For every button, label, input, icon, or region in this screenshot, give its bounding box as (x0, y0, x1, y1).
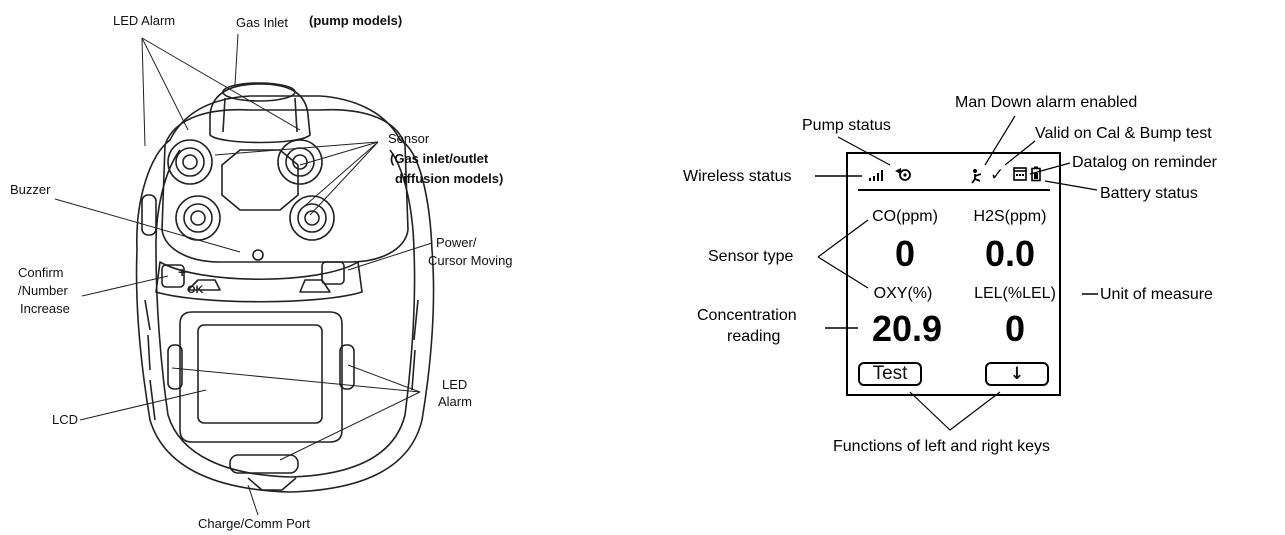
sensor-name-oxy: OXY(%) (873, 285, 933, 302)
label-man-down: Man Down alarm enabled (955, 94, 1138, 111)
test-key[interactable]: Test (858, 362, 922, 386)
center-window (221, 149, 299, 211)
charge-port (247, 477, 297, 491)
datalog-icon (1013, 167, 1027, 185)
left-key (161, 264, 185, 288)
label-power-2: Cursor Moving (428, 253, 513, 268)
lcd-frame (179, 311, 343, 443)
buzzer-hole (252, 249, 264, 261)
sensor-housing (161, 108, 409, 263)
label-concentration-1: Concentration (697, 307, 797, 324)
label-buzzer: Buzzer (10, 182, 51, 197)
label-confirm-1: Confirm (18, 265, 64, 280)
label-gas-inlet-note: (pump models) (309, 13, 403, 28)
reading-co: 0 (894, 233, 916, 274)
label-led-alarm-side-1: LED (442, 377, 468, 392)
sensor-name-co: CO(ppm) (872, 208, 938, 225)
label-sensor-note-2: diffusion models) (395, 171, 504, 186)
led-bottom (229, 454, 299, 474)
label-concentration-2: reading (727, 328, 781, 345)
reading-lel: 0 (1004, 308, 1026, 349)
svg-text:+: + (178, 264, 186, 280)
lcd-border (846, 152, 1061, 396)
down-arrow-key[interactable]: ↓ (985, 362, 1049, 386)
right-key (321, 261, 345, 285)
ok-key-label: OK (187, 284, 204, 296)
lcd-window (197, 324, 323, 424)
signal-bars-icon (868, 168, 886, 185)
led-left-top (141, 194, 157, 236)
led-left-bottom (167, 344, 183, 390)
label-led-alarm-side-2: Alarm (438, 394, 472, 409)
label-confirm-3: Increase (20, 301, 70, 316)
reading-h2s: 0.0 (984, 233, 1036, 274)
label-functions-keys: Functions of left and right keys (833, 438, 1050, 455)
label-unit-of-measure: Unit of measure (1100, 286, 1213, 303)
man-down-icon (970, 168, 986, 187)
label-sensor-type: Sensor type (708, 248, 794, 265)
label-confirm-2: /Number (18, 283, 68, 298)
label-pump-status: Pump status (802, 117, 891, 134)
device-body-outline (135, 95, 435, 493)
label-led-alarm-top: LED Alarm (113, 13, 176, 28)
label-datalog: Datalog on reminder (1072, 154, 1217, 171)
label-wireless-status: Wireless status (683, 168, 792, 185)
down-arrow-icon: ↓ (1009, 364, 1025, 384)
label-gas-inlet: Gas Inlet (236, 15, 289, 30)
label-power-1: Power/ (436, 235, 477, 250)
label-valid-cal: Valid on Cal & Bump test (1035, 125, 1212, 142)
label-lcd: LCD (52, 412, 79, 427)
sensor-name-h2s: H2S(ppm) (973, 208, 1047, 225)
sensor-top-left (167, 139, 213, 185)
pump-icon (893, 165, 913, 186)
sensor-name-lel: LEL(%LEL) (974, 285, 1056, 302)
sensor-bottom-right (289, 195, 335, 241)
label-sensor-note-1: (Gas inlet/outlet (390, 151, 489, 166)
battery-icon (1031, 166, 1041, 185)
label-charge-port: Charge/Comm Port (198, 516, 310, 531)
reading-oxy: 20.9 (871, 308, 943, 349)
checkmark-icon: ✓ (990, 165, 1005, 185)
label-sensor: Sensor (388, 131, 430, 146)
label-battery-status: Battery status (1100, 185, 1198, 202)
